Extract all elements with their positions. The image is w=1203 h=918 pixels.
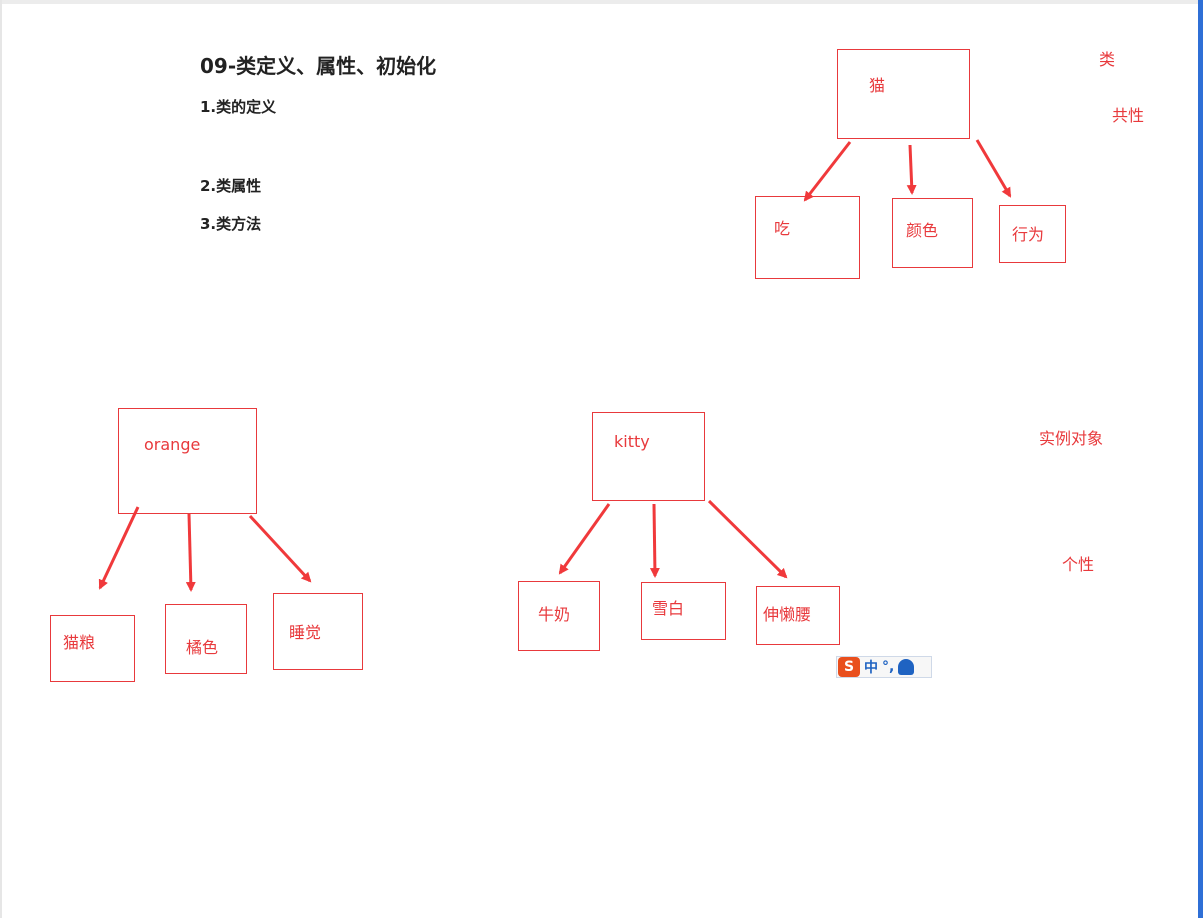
- arrow-kitty-stretch: [707, 499, 788, 579]
- class-box: [837, 49, 970, 139]
- class-child-color: 颜色: [906, 221, 939, 240]
- class-child-eat: 吃: [774, 219, 791, 238]
- arrow-class-eat: [803, 141, 852, 202]
- kitty-child-white: 雪白: [652, 599, 685, 618]
- ime-toolbar[interactable]: S 中 °,: [836, 656, 932, 678]
- instance-label-orange: orange: [144, 435, 201, 454]
- instance-box-kitty: [592, 412, 705, 501]
- sogou-logo-icon[interactable]: S: [838, 657, 860, 677]
- kitty-child-box-white: [641, 582, 726, 640]
- orange-child-color: 橘色: [186, 638, 219, 657]
- annotation-individuality: 个性: [1062, 555, 1095, 574]
- kitty-child-stretch: 伸懒腰: [763, 605, 812, 624]
- arrow-class-behavior: [975, 139, 1012, 198]
- orange-child-box-sleep: [273, 593, 363, 670]
- orange-child-box-food: [50, 615, 135, 682]
- orange-child-box-color: [165, 604, 247, 674]
- arrow-kitty-milk: [558, 503, 611, 575]
- kitty-child-box-milk: [518, 581, 600, 651]
- arrow-orange-color: [185, 513, 196, 592]
- outline-item-2: 2.类属性: [200, 177, 262, 195]
- annotation-commonality: 共性: [1112, 106, 1145, 125]
- page-title: 09-类定义、属性、初始化: [200, 54, 437, 78]
- class-label: 猫: [869, 76, 886, 95]
- ime-mode-toggle[interactable]: 中: [864, 660, 878, 676]
- arrow-orange-sleep: [248, 514, 312, 583]
- window-right-edge: [1198, 0, 1203, 918]
- annotation-instance-object: 实例对象: [1039, 429, 1104, 448]
- class-child-box-color: [892, 198, 973, 268]
- left-edge: [0, 0, 2, 918]
- kitty-child-milk: 牛奶: [538, 605, 571, 624]
- kitty-child-box-stretch: [756, 586, 840, 645]
- ime-punctuation-toggle[interactable]: °,: [882, 659, 895, 675]
- orange-child-sleep: 睡觉: [289, 623, 322, 642]
- arrow-class-color: [906, 144, 917, 195]
- outline-item-1: 1.类的定义: [200, 98, 277, 116]
- top-bar: [0, 0, 1203, 4]
- arrow-orange-food: [98, 506, 140, 590]
- class-child-box-behavior: [999, 205, 1066, 263]
- annotation-class: 类: [1099, 50, 1116, 69]
- orange-child-food: 猫粮: [63, 633, 96, 652]
- arrow-kitty-white: [649, 503, 660, 578]
- instance-box-orange: [118, 408, 257, 514]
- user-icon[interactable]: [898, 659, 915, 675]
- instance-label-kitty: kitty: [614, 432, 650, 451]
- class-child-behavior: 行为: [1012, 225, 1045, 244]
- outline-item-3: 3.类方法: [200, 215, 262, 233]
